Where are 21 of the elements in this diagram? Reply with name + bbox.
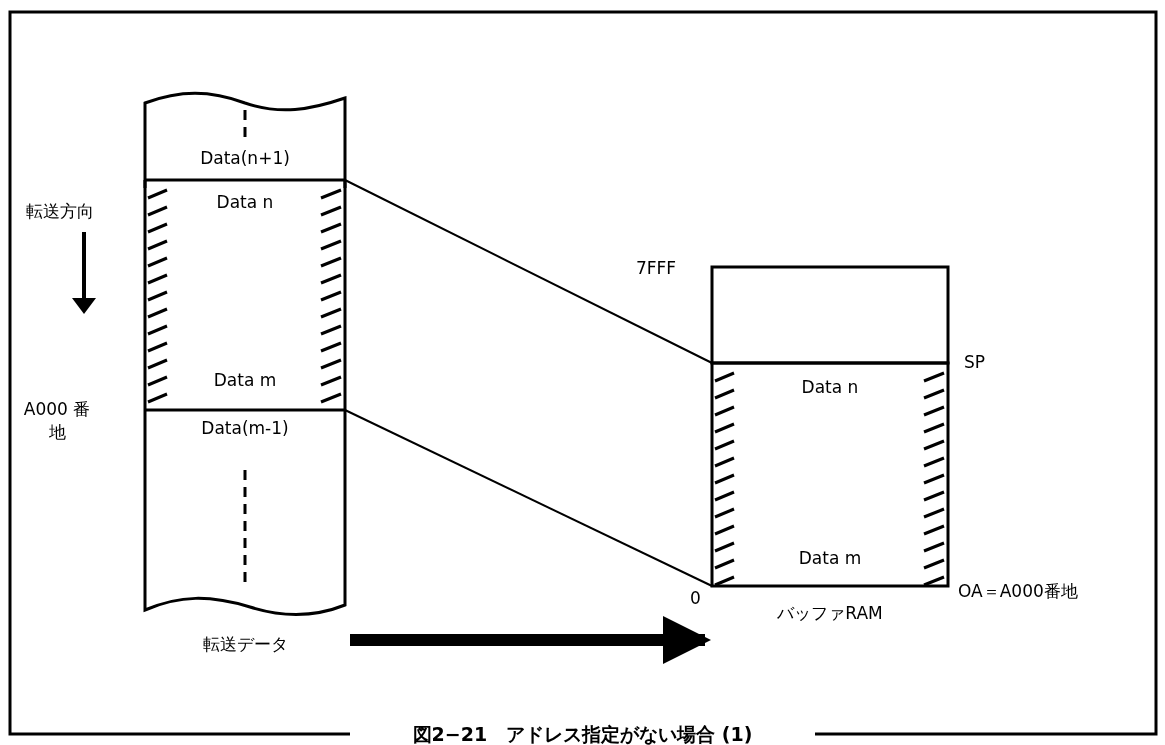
transfer-arrow [350,616,711,664]
address-label: OA＝A000番地 [958,580,1079,603]
mapping-line [344,409,713,587]
block-caption: 転送データ [201,633,289,656]
figure-caption: 図2−21 アドレス指定がない場合 (1) [411,722,754,745]
address-label: 0 [690,588,702,608]
mapping-line [344,179,713,364]
data-label: Data n [215,192,275,212]
data-label: Data m [797,548,863,568]
address-label: 7FFF [636,258,678,278]
data-label: Data(m-1) [200,418,290,438]
direction-label: 転送方向 [26,200,95,223]
address-label: A000 番地 [22,398,92,444]
data-label: Data m [212,370,278,390]
memory-segment [712,267,948,363]
block-caption: バッファRAM [776,602,884,625]
address-label: SP [964,352,987,372]
data-label: Data n [800,377,860,397]
hatched-memory-segment [712,363,948,586]
data-label: Data(n+1) [199,148,291,168]
hatched-memory-segment [145,180,345,410]
